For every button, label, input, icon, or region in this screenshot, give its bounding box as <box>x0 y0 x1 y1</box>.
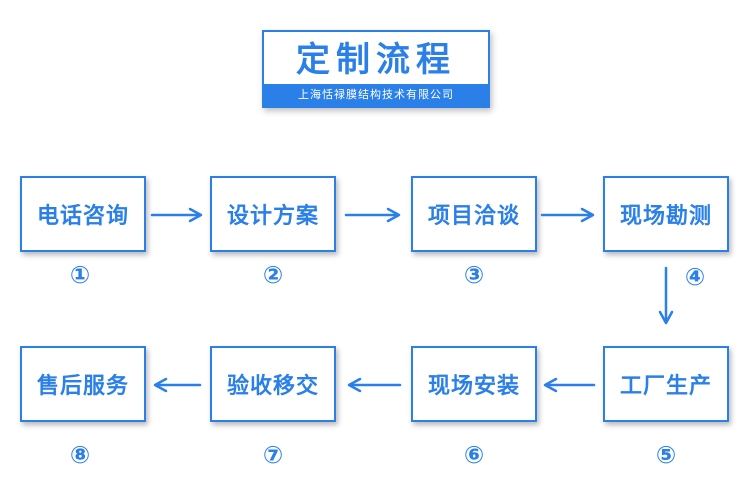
diagram-title: 定制流程 <box>296 40 456 80</box>
step-number-2: ② <box>262 261 284 289</box>
step-number-7: ⑦ <box>262 441 284 469</box>
step-box-8: 售后服务 <box>20 346 146 422</box>
arrow-6-to-7 <box>347 377 402 393</box>
step-box-6: 现场安装 <box>411 346 537 422</box>
step-number-5: ⑤ <box>655 441 677 469</box>
step-number-3: ③ <box>463 261 485 289</box>
step-box-4: 现场勘测 <box>603 176 729 252</box>
arrow-5-to-6 <box>543 377 596 393</box>
company-name: 上海恬禄膜结构技术有限公司 <box>264 84 488 106</box>
title-box: 定制流程 上海恬禄膜结构技术有限公司 <box>262 30 490 108</box>
step-box-5: 工厂生产 <box>603 346 729 422</box>
step-box-3: 项目洽谈 <box>411 176 537 252</box>
arrow-7-to-8 <box>153 377 202 393</box>
step-box-7: 验收移交 <box>210 346 336 422</box>
arrow-4-to-5 <box>658 266 674 325</box>
step-number-8: ⑧ <box>69 441 91 469</box>
arrow-2-to-3 <box>344 207 401 223</box>
step-number-6: ⑥ <box>463 441 485 469</box>
arrow-3-to-4 <box>540 207 595 223</box>
step-box-1: 电话咨询 <box>20 176 146 252</box>
step-number-4: ④ <box>684 263 706 291</box>
step-number-1: ① <box>69 261 91 289</box>
step-box-2: 设计方案 <box>210 176 336 252</box>
arrow-1-to-2 <box>150 207 203 223</box>
